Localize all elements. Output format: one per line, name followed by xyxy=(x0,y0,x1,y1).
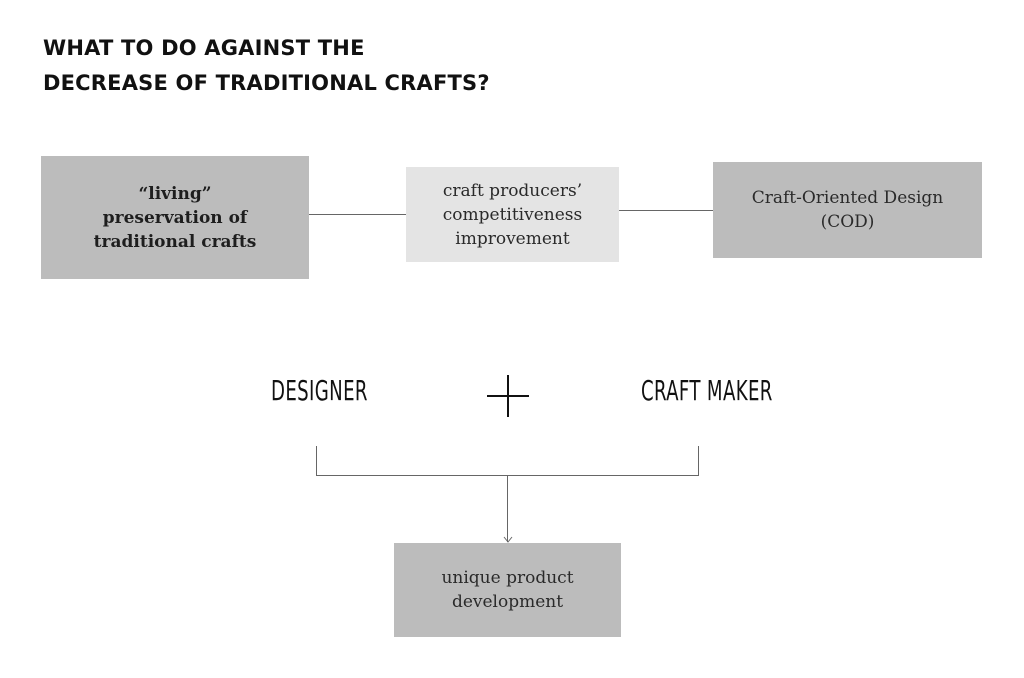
bracket-left-leg xyxy=(316,446,317,475)
living-box-line-3: traditional crafts xyxy=(93,231,257,252)
competitiveness-box-line-1: craft producers’ xyxy=(442,180,583,201)
title-line-2: DECREASE OF TRADITIONAL CRAFTS? xyxy=(43,71,490,95)
cod-box: Craft-Oriented Design (COD) xyxy=(713,162,982,258)
plus-icon xyxy=(487,375,529,417)
bracket-stem xyxy=(507,475,508,542)
living-box-line-2: preservation of xyxy=(102,207,248,228)
craft-maker-label: CRAFT MAKER xyxy=(641,374,773,407)
unique-product-box: unique product development xyxy=(394,543,621,637)
designer-label: DESIGNER xyxy=(271,374,368,407)
connector-living-to-competitiveness xyxy=(309,214,406,215)
connector-competitiveness-to-cod xyxy=(619,210,713,211)
competitiveness-box-line-2: competitiveness xyxy=(442,204,583,225)
living-preservation-box: “living” preservation of traditional cra… xyxy=(41,156,309,279)
page-title: WHAT TO DO AGAINST THE DECREASE OF TRADI… xyxy=(43,31,490,101)
competitiveness-box: craft producers’ competitiveness improve… xyxy=(406,167,619,262)
living-box-line-1: “living” xyxy=(138,183,212,204)
cod-box-line-2: (COD) xyxy=(820,212,875,232)
unique-box-line-1: unique product xyxy=(441,568,574,588)
title-line-1: WHAT TO DO AGAINST THE xyxy=(43,36,365,60)
competitiveness-box-line-3: improvement xyxy=(455,228,570,249)
cod-box-line-1: Craft-Oriented Design xyxy=(751,188,944,208)
bracket-right-leg xyxy=(698,446,699,475)
unique-box-line-2: development xyxy=(451,592,564,612)
arrow-down-icon xyxy=(503,536,513,543)
